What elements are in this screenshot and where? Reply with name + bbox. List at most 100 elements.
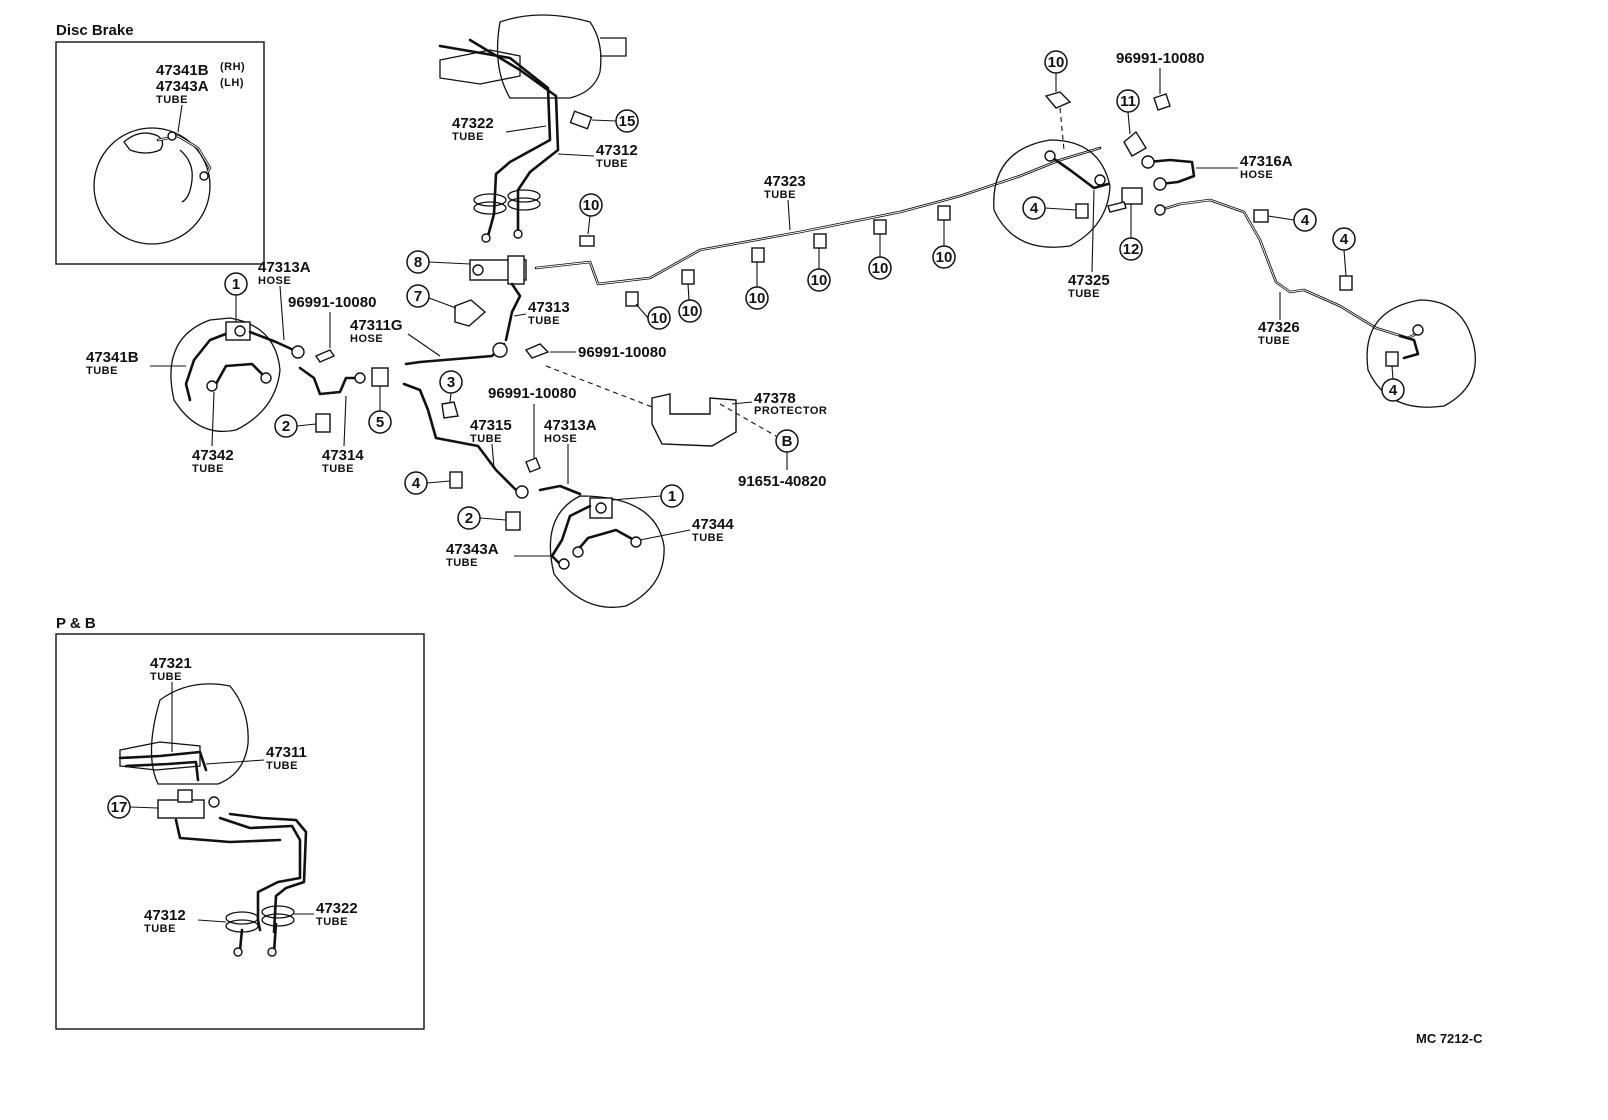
pb-47322-caption: TUBE <box>316 916 348 928</box>
pipe-47343a <box>550 504 592 566</box>
callout-3: 3 <box>439 370 463 394</box>
callout-10d: 10 <box>745 286 769 310</box>
p47378-caption: PROTECTOR <box>754 405 827 417</box>
p47311g-leader <box>407 333 441 357</box>
p47342-number: 47342 <box>192 447 234 464</box>
p47343a-caption: TUBE <box>446 557 478 569</box>
callout-1b: 1 <box>660 484 684 508</box>
disc-brake-inset-frame <box>55 41 265 265</box>
pb-47312-caption: TUBE <box>144 923 176 935</box>
front-right-brake-assembly <box>549 495 665 608</box>
callout-3-leader <box>449 392 452 403</box>
pb-47312-leader <box>197 919 227 923</box>
callout-10h: 10 <box>1044 50 1068 74</box>
disc-47343a-lh-qualifier: (LH) <box>220 77 244 89</box>
p47342-caption: TUBE <box>192 463 224 475</box>
hose-47313a-left <box>248 330 300 354</box>
p-and-b-inset: P & B 47321 TUBE 47311 TUBE <box>55 615 425 1030</box>
callout-8: 8 <box>406 250 430 274</box>
p47323-number: 47323 <box>764 173 806 190</box>
hose-47313a-right <box>538 484 582 496</box>
p47344-number: 47344 <box>692 516 734 533</box>
hose-47311g-fitting <box>492 342 508 358</box>
callout-10b: 10 <box>647 306 671 330</box>
callout-2b-leader <box>479 517 507 521</box>
p47312-leader <box>557 153 595 157</box>
pipe-47342 <box>214 362 268 386</box>
hose-47316a-fitting-b <box>1153 177 1167 191</box>
p47378-number: 47378 <box>754 390 796 407</box>
callout-10c: 10 <box>678 299 702 323</box>
callout-17-leader <box>129 806 159 809</box>
svg-text:10: 10 <box>1048 54 1065 71</box>
p47313a-right-number: 47313A <box>544 417 597 434</box>
callout-2a-leader <box>296 423 317 427</box>
svg-text:10: 10 <box>583 197 600 214</box>
p47316a-caption: HOSE <box>1240 169 1273 181</box>
callout-4c: 4 <box>1332 227 1356 251</box>
p47322-caption: TUBE <box>452 131 484 143</box>
pb-47321-number: 47321 <box>150 655 192 672</box>
p-and-b-inset-title: P & B <box>56 615 96 632</box>
p47314-leader <box>343 395 347 447</box>
clip-10b-part <box>625 291 639 307</box>
p47343a-number: 47343A <box>446 541 499 558</box>
p47316a-number: 47316A <box>1240 153 1293 170</box>
callout-7: 7 <box>406 284 430 308</box>
p47342-leader <box>211 391 215 447</box>
callout-11-leader <box>1127 111 1131 135</box>
p47341b-caption: TUBE <box>86 365 118 377</box>
clip-96991-c-part <box>525 457 541 473</box>
disc-47341b-rh-qualifier: (RH) <box>220 61 245 73</box>
clip-96991-b-part <box>524 343 550 359</box>
svg-text:4: 4 <box>1301 212 1310 229</box>
pb-47322-number: 47322 <box>316 900 358 917</box>
p91651-number: 91651-40820 <box>738 473 826 490</box>
svg-text:2: 2 <box>282 418 290 435</box>
callout-15-leader <box>591 119 617 122</box>
svg-text:10: 10 <box>651 310 668 327</box>
clip-4d-part <box>1385 351 1399 367</box>
p47313a-left-caption: HOSE <box>258 275 291 287</box>
front-left-brake-assembly <box>170 317 366 432</box>
pb-47311-number: 47311 <box>266 744 307 761</box>
callout-7-leader <box>428 297 457 309</box>
proportioning-valve <box>469 255 527 285</box>
p47326-caption: TUBE <box>1258 335 1290 347</box>
p96991-d-number: 96991-10080 <box>1116 50 1204 67</box>
p-and-b-booster-drawing <box>118 683 308 957</box>
svg-text:4: 4 <box>412 475 421 492</box>
p47313-leader <box>513 313 527 317</box>
p47341b-number: 47341B <box>86 349 139 366</box>
svg-text:2: 2 <box>465 510 473 527</box>
p47312-caption: TUBE <box>596 158 628 170</box>
p47325-leader <box>1091 189 1095 273</box>
p47315-leader <box>491 443 495 469</box>
pipe-47326-fitting <box>1154 204 1166 216</box>
clip-10c-part <box>681 269 695 285</box>
svg-text:12: 12 <box>1123 241 1140 258</box>
callout-10a-leader <box>587 215 591 235</box>
clip-96991-a-part <box>314 349 336 363</box>
disc-brake-inset: Disc Brake 47341B (RH) 47343A (LH) TUBE <box>55 22 265 265</box>
svg-text:7: 7 <box>414 288 422 305</box>
bracket-11-part <box>1123 130 1147 157</box>
p47323-leader <box>787 199 791 231</box>
svg-text:10: 10 <box>872 260 889 277</box>
callout-8-leader <box>428 261 471 265</box>
disc-brake-rotor-drawing <box>93 127 212 245</box>
p47344-caption: TUBE <box>692 532 724 544</box>
clip-15-part <box>569 110 593 130</box>
disc-47341b-number: 47341B <box>156 62 209 79</box>
diagram-reference-code: MC 7212-C <box>1416 1031 1483 1046</box>
bracket-12-part <box>1107 201 1127 213</box>
clip-10g-part <box>937 205 951 221</box>
svg-text:1: 1 <box>232 276 240 293</box>
clip-3-part <box>441 401 459 419</box>
callout-10b-leader <box>635 303 649 319</box>
clip-4a-part <box>1075 203 1089 219</box>
callout-4a: 4 <box>1022 196 1046 220</box>
p47314-caption: TUBE <box>322 463 354 475</box>
p47313a-left-leader <box>279 285 285 341</box>
